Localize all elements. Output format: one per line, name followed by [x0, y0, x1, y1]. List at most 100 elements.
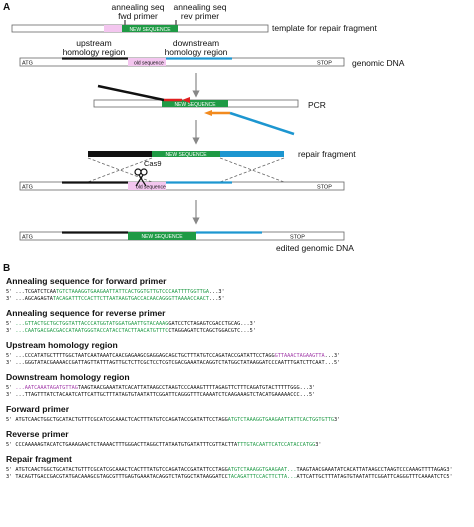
sequence-line: 5' ATGTCAACTGGCTGCATACTGTTTCGCATCGCAAACT… — [6, 417, 340, 424]
strand-end: 3' — [6, 296, 16, 302]
sequence-segment: TACAGATTTCCACTTCTTAATAAGTGACCACAACAGGGTT… — [52, 296, 210, 302]
sequence-line: 5' ...CCCATATGCTTTTGGCTAATCAATAAATCAACGA… — [6, 353, 340, 360]
downstream-label-1: downstream — [173, 38, 219, 48]
cas9-atg: ATG — [22, 185, 33, 191]
sequence-segment: ATTCATTGCTTTATAGTGTAATATTCGGATTCAGGGTTTC… — [296, 474, 447, 480]
panel-b-label: B — [3, 263, 11, 274]
section-title: Reverse primer — [6, 429, 69, 439]
genomic-cas9-bar: ATG old sequence STOP — [19, 181, 345, 191]
cas9-label: Cas9 — [144, 159, 162, 168]
strand-end: 5' — [6, 467, 16, 473]
sequence-line: 3' ...CAATGACGACGACCATAATGGGTACCATACCTAC… — [6, 328, 256, 335]
panel-a-diagram: annealing seq fwd primer annealing seq r… — [11, 2, 405, 253]
sequence-segment: CCATGGTATGGATGAATTGTACAAAG — [87, 321, 169, 327]
scissors-icon — [134, 168, 148, 187]
strand-end: 5' — [6, 385, 16, 391]
upstream-label-2: homology region — [63, 47, 126, 57]
fwd-primer-label-2: fwd primer — [118, 11, 158, 21]
edited-atg: ATG — [22, 235, 33, 241]
sequence-segment: ...3' — [299, 385, 316, 391]
pcr-label: PCR — [308, 100, 326, 110]
sequence-segment: ...GTTACTGCTGCTGGTATTAC — [15, 321, 88, 327]
fwd-primer-arrowhead — [182, 97, 190, 103]
cas9-old-sequence: old sequence — [136, 185, 166, 191]
sequence-line: 5' ATGTCAACTGGCTGCATACTGTTTCGCATCGCAAACT… — [6, 467, 453, 474]
sequence-segment: TAAGTAACGAAATATCACATTATAAGCCTAAGTCCCAAAG… — [296, 467, 447, 473]
sequence-segment: CAATAAATCAACGAGAAGCGAGGAGCAGCTGCTTTATGTC… — [87, 353, 275, 359]
sequence-segment: 3' — [315, 442, 322, 448]
repair-fragment-bar: NEW SEQUENCE — [88, 151, 284, 158]
sequence-segment: ...TCGATCTCAA — [15, 289, 56, 295]
section-title: Repair fragment — [6, 454, 72, 464]
repair-new-sequence-label: NEW SEQUENCE — [165, 152, 207, 158]
sequence-segment: ...CAATGACGACGACCATAATG — [15, 328, 88, 334]
sequence-segment: ...TTAGTTTATCTACAATC — [15, 392, 78, 398]
sequence-segment: CCCAAAAAGTACATCTGAAAGAACTCTAAAACTTTGGGAC… — [15, 442, 238, 448]
sequence-segment: ...AATCAAATAGATGTTAG — [15, 385, 78, 391]
section-title: Upstream homology region — [6, 340, 118, 350]
genomic-dna-label: genomic DNA — [352, 58, 405, 68]
sequence-segment: ATTCATTGCTTTATAGTGTAATATTCGGATTCAGGGTTTC… — [77, 392, 300, 398]
section-title: Annealing sequence for forward primer — [6, 276, 167, 286]
sequence-segment: GTTATTTAGTTGCTCTTCGCTCCTCGTCGACGAAATACAG… — [87, 360, 275, 366]
sequence-segment: TTTGTACAATTCATCCATACCATGG — [237, 442, 316, 448]
fwd-primer-label-1: annealing seq — [112, 2, 165, 12]
sequence-line: 3' ...GGGTATACGAAAACCGATTAGTTATTTAGTTGCT… — [6, 360, 340, 367]
sequence-segment: GTTAAACTAGAAGTTA — [274, 353, 325, 359]
sequence-segment: ATGTCTAAAGGTGAAGAAT... — [227, 467, 297, 473]
sequence-segment: CTAGGAGATCTCAGCTGGACGTC...5' — [168, 328, 256, 334]
sequence-segment: ...5' — [324, 360, 341, 366]
sequence-segment: ...AGCAGAGTA — [15, 296, 53, 302]
sequence-line: 5' CCCAAAAAGTACATCTGAAAGAACTCTAAAACTTTGG… — [6, 442, 321, 449]
sequence-segment: ATGTCTAAAGGTGAAGAATTATTCACTGGTGTTG — [227, 417, 334, 423]
genomic-atg: ATG — [22, 61, 33, 67]
edited-stop: STOP — [290, 235, 305, 241]
sequence-segment: TAAGTAACGAAATATCACATTATAAGCCTAAGTCCCAAAG… — [77, 385, 300, 391]
template-label: template for repair fragment — [272, 23, 378, 33]
template-plasmid: NEW SEQUENCE — [11, 24, 269, 33]
sequence-segment: TGTCTAAAGGTGAAGAATTATTCACTGGTGTTGTCCCAAT… — [55, 289, 210, 295]
sequence-segment: ATGTCAACTGGCTGCATACTGTTTCGCATCGCAAACTCAC… — [15, 417, 228, 423]
sequence-line: 3' TACAGTTGACCGACGTATGACAAAGCGTAGCGTTTGA… — [6, 474, 453, 481]
strand-end: 5' — [6, 353, 16, 359]
edited-genomic-bar: ATG NEW SEQUENCE STOP — [19, 231, 345, 241]
strand-end: 3' — [6, 328, 16, 334]
sequence-line: 5' ...TCGATCTCAATGTCTAAAGGTGAAGAATTATTCA… — [6, 289, 225, 296]
sequence-segment: GGTACCATACCTACTTAACATGTTTC — [87, 328, 169, 334]
downstream-label-2: homology region — [165, 47, 228, 57]
crossover-lines — [87, 157, 285, 183]
sequence-segment: GATCCTCTAGAGTCGACCTGCAG...3' — [168, 321, 256, 327]
sequence-line: 5' ...AATCAAATAGATGTTAGTAAGTAACGAAATATCA… — [6, 385, 315, 392]
sequence-segment: TACAGATTTCCACTTCTTA... — [227, 474, 297, 480]
sequence-segment: ...5' — [299, 392, 316, 398]
rev-primer-label-2: rev primer — [181, 11, 219, 21]
sequence-segment: CAATTTGATCTTCAAT — [274, 360, 325, 366]
strand-end: 3' — [6, 360, 16, 366]
pcr-template: NEW SEQUENCE — [93, 99, 299, 108]
strand-end: 3' — [6, 474, 16, 480]
strand-end: 3' — [6, 392, 16, 398]
strand-end: 5' — [6, 321, 16, 327]
genomic-dna-bar: ATG old sequence STOP — [19, 57, 345, 67]
sequence-line: 5' ...GTTACTGCTGCTGGTATTACCCATGGTATGGATG… — [6, 321, 256, 328]
rev-primer-arrowhead — [204, 110, 212, 116]
section-title: Forward primer — [6, 404, 70, 414]
fwd-primer-black — [97, 84, 165, 102]
sequence-segment: ...3' — [209, 289, 225, 295]
rev-primer-blue — [229, 111, 295, 136]
sequence-segment: ...5' — [209, 296, 225, 302]
sequence-segment: ...3' — [324, 353, 341, 359]
strand-end: 5' — [6, 442, 16, 448]
sequence-segment: ...GGGTATACGAAAACCGATTA — [15, 360, 88, 366]
sequence-segment: 3' — [446, 467, 453, 473]
panel-a-label: A — [3, 2, 11, 13]
edited-new-sequence-label: NEW SEQUENCE — [141, 234, 183, 240]
upstream-label-1: upstream — [76, 38, 111, 48]
repair-fragment-label: repair fragment — [298, 149, 356, 159]
strand-end: 5' — [6, 289, 16, 295]
rev-primer-label-1: annealing seq — [174, 2, 227, 12]
sequence-segment: ...CCCATATGCTTTTGGCTAAT — [15, 353, 88, 359]
sequence-segment: TACAGTTGACCGACGTATGACAAAGCGTAGCGTTTGAGTG… — [15, 474, 228, 480]
genomic-old-sequence: old sequence — [134, 61, 164, 67]
